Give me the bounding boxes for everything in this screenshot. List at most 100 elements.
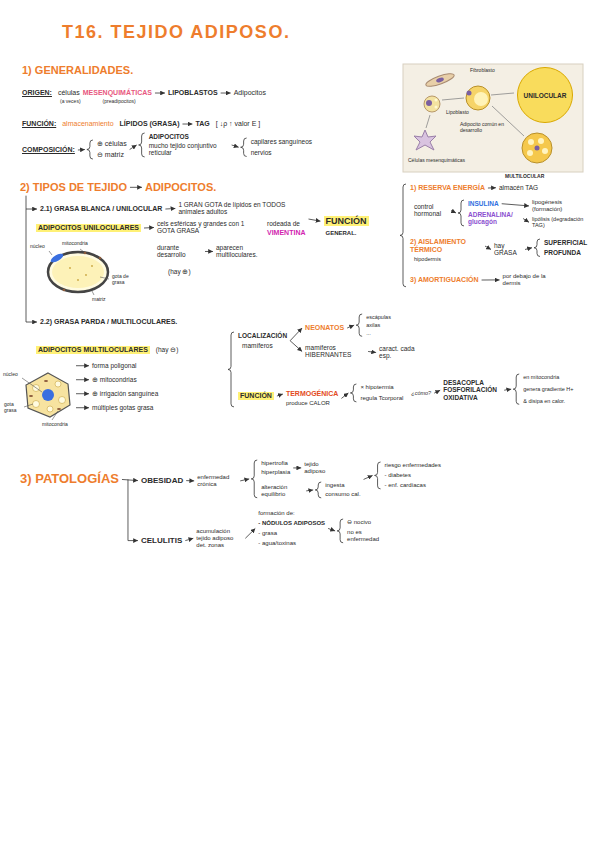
note-text: Fibroblasto xyxy=(470,68,495,74)
flow-arrow xyxy=(186,480,194,481)
flow-arrow xyxy=(130,145,137,150)
flow-arrow xyxy=(434,390,440,393)
note-text: ⊕ irrigación sanguínea xyxy=(92,390,158,397)
note-text: 2) AISLAMIENTO TÉRMICO xyxy=(410,238,482,254)
note-text: 1) GENERALIDADES. xyxy=(22,64,133,77)
note-text: acumulación tejido adiposo det. zonas xyxy=(196,528,242,549)
mitochondrion xyxy=(57,408,61,410)
note-text: 3) AMORTIGUACIÓN xyxy=(410,276,479,284)
cell-nucleus xyxy=(467,91,472,96)
lipid-droplet xyxy=(435,106,438,109)
note-text: 2) TIPOS DE TEJIDO xyxy=(20,181,127,194)
note-text: regula Tcorporal xyxy=(360,395,403,402)
note-text: × hipotermia xyxy=(360,384,393,391)
note-text: control hormonal xyxy=(414,203,448,218)
note-text: almacén TAG xyxy=(499,184,538,191)
note-text: aparecen multiloculares. xyxy=(216,244,276,259)
note-text: (hay ⊖) xyxy=(156,346,179,353)
note-text: FUNCIÓN: xyxy=(22,120,56,128)
flow-arrow xyxy=(328,528,335,530)
note-text: no es enfermedad xyxy=(347,529,391,543)
note-text: NEONATOS xyxy=(305,324,344,332)
flow-arrow xyxy=(347,325,354,328)
note-text: - grasa xyxy=(258,530,277,537)
note-text: Adipocito común en desarrollo xyxy=(460,122,510,134)
curly-brace xyxy=(400,184,406,287)
figure-panel xyxy=(403,64,583,172)
note-text: caract. cada esp. xyxy=(379,345,421,360)
tree-line xyxy=(26,209,37,210)
lipid-droplet xyxy=(474,92,488,106)
fat-dot xyxy=(77,279,79,281)
note-text: nervios xyxy=(251,149,272,156)
fat-droplet xyxy=(52,256,104,288)
note-text: mitocondria xyxy=(62,241,88,247)
note-text: DESACOPLA FOSFORILACIÓN OXIDATIVA xyxy=(443,379,501,401)
flow-arrow xyxy=(182,124,192,125)
curly-brace xyxy=(241,138,247,156)
note-text: OBESIDAD xyxy=(141,476,183,485)
note-text: ORIGEN: xyxy=(22,89,52,97)
flow-arrow xyxy=(364,475,373,479)
flow-arrow xyxy=(451,210,456,213)
figure-arrow xyxy=(492,106,524,136)
note-text: ⊕ mitocondrias xyxy=(92,376,137,383)
note-text: núcleo xyxy=(3,372,18,378)
note-text: durante desarrollo xyxy=(157,244,202,259)
cell-label: UNILOCULAR xyxy=(524,92,567,99)
note-text: - diabetes xyxy=(385,472,411,479)
note-text: rodeada de xyxy=(267,220,300,227)
note-text: (preadipocitos) xyxy=(103,99,136,105)
note-text: (hay ⊕) xyxy=(168,268,191,275)
note-text: (a veces) xyxy=(60,99,81,105)
note-text: riesgo enfermedades xyxy=(385,462,441,469)
cell-nucleus xyxy=(49,252,64,264)
flow-arrow xyxy=(290,341,302,352)
note-text: ADIPOCITOS xyxy=(149,133,189,140)
note-text: - NÓDULOS ADIPOSOS xyxy=(258,520,325,527)
curly-brace xyxy=(139,133,145,157)
note-text: mamíferos xyxy=(242,342,273,349)
leader-line xyxy=(80,249,84,252)
note-text: núcleo xyxy=(30,244,45,250)
mesenchymal-cell xyxy=(414,130,436,150)
mitochondrion xyxy=(63,289,66,292)
mitochondrion xyxy=(84,252,87,255)
curly-brace xyxy=(356,314,362,336)
tree-line xyxy=(26,322,37,323)
note-text: cels esféricas y grandes con 1 GOTA GRAS… xyxy=(157,220,257,235)
tree-line xyxy=(26,196,27,322)
flow-arrow xyxy=(309,219,321,221)
note-text: - enf. cardíacas xyxy=(385,482,426,489)
leader-line xyxy=(52,411,58,420)
note-text: PROFUNDA xyxy=(544,249,581,256)
note-text: FUNCIÓN xyxy=(324,216,369,226)
note-text: mitocondria xyxy=(42,422,68,428)
note-text: FUNCIÓN xyxy=(238,392,274,400)
note-text: ⊖ nocivo xyxy=(347,519,371,526)
note-text: 1) RESERVA ENERGÍA xyxy=(410,184,485,192)
note-text: & disipa en calor. xyxy=(523,398,565,404)
page-title: T16. TEJIDO ADIPOSO. xyxy=(62,22,290,43)
lipid-droplet xyxy=(47,406,53,412)
lipid-droplet xyxy=(435,99,438,102)
cell-circle: UNILOCULAR xyxy=(517,67,573,123)
note-text: genera gradiente H+ xyxy=(523,386,573,392)
note-text: produce CALOR xyxy=(286,400,330,407)
flow-arrow xyxy=(144,227,154,229)
flow-arrow xyxy=(130,187,142,188)
note-text: ADRENALINA/ glucagón xyxy=(468,211,520,226)
note-text: hiperplasia xyxy=(261,469,290,476)
note-text: 3) PATOLOGÍAS xyxy=(20,472,119,487)
note-text: LÍPIDOS (GRASA) xyxy=(120,120,180,128)
note-text: enfermedad crónica xyxy=(197,474,237,488)
note-text: gota grasa xyxy=(4,402,24,414)
curly-brace xyxy=(513,374,519,404)
note-text: tejido adiposo xyxy=(304,461,336,475)
note-text: Adipocitos xyxy=(234,89,266,97)
cell-nucleus xyxy=(436,77,445,83)
flow-arrow xyxy=(122,479,138,480)
note-text: ⊖ matriz xyxy=(97,151,124,159)
note-text: LOCALIZACIÓN xyxy=(238,332,287,339)
